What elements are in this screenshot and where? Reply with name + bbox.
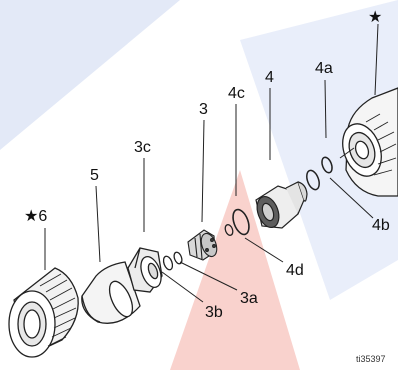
part-4d-oring — [224, 224, 234, 236]
label-3: 3 — [199, 101, 208, 118]
part-4b-oring — [306, 169, 320, 191]
label-3c: 3c — [134, 139, 151, 156]
part-3a-oring — [173, 251, 183, 265]
watermark-blue-shape — [0, 0, 180, 150]
part-4c-oring — [232, 208, 250, 236]
part-5-air-cap — [81, 261, 141, 324]
part-4-baffle — [255, 181, 308, 229]
leader-lines — [44, 23, 379, 303]
part-3-fluid-nozzle — [187, 229, 218, 261]
gun-body — [339, 87, 398, 197]
label-3b: 3b — [205, 304, 223, 321]
label-4c: 4c — [228, 85, 245, 102]
part-6-nut — [8, 267, 79, 358]
figure-id: ti35397 — [356, 354, 386, 364]
part-4a-oring — [321, 156, 333, 174]
label-4d: 4d — [286, 262, 304, 279]
label-4b: 4b — [372, 217, 390, 234]
label-4a: 4a — [315, 60, 333, 77]
watermark-red-shape — [170, 170, 300, 370]
part-3b-oring — [162, 255, 174, 271]
label-5: 5 — [90, 167, 99, 184]
label-6: ★6 — [24, 208, 47, 225]
label-4: 4 — [265, 69, 274, 86]
watermark-blue-shape-right — [240, 0, 398, 300]
part-3c-nozzle-cap — [127, 247, 163, 293]
label-star-top: ★ — [368, 9, 382, 26]
label-3a: 3a — [240, 290, 258, 307]
